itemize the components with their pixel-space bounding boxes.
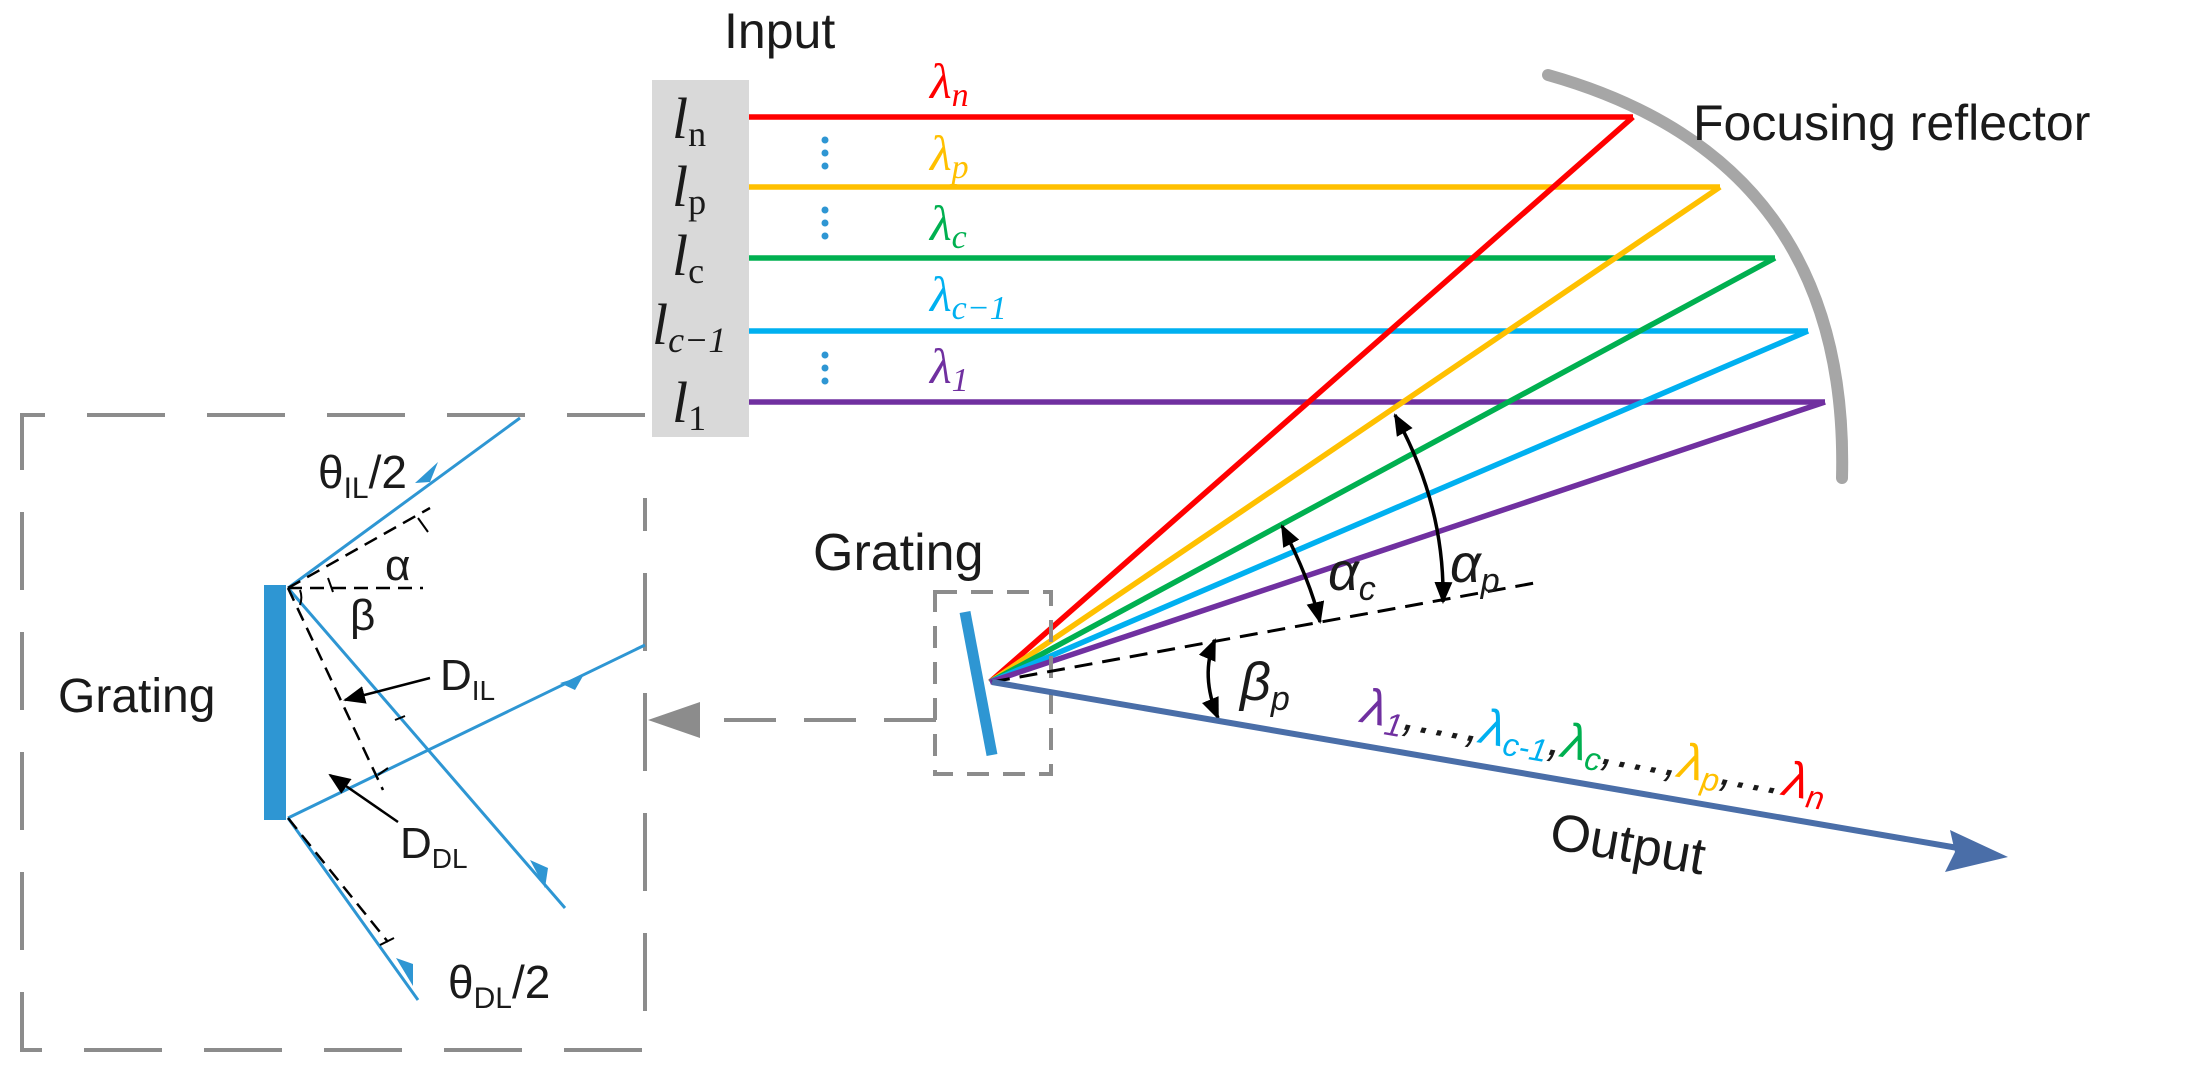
ellipsis-dots [821, 136, 829, 385]
focusing-reflector [1542, 69, 1849, 484]
alpha-p-label: αp [1450, 534, 1500, 600]
beam-label-lambda-c: λc [928, 195, 967, 256]
port-label-1: l1 [672, 370, 706, 438]
inset-arrowhead [415, 462, 438, 483]
inset-tick [377, 767, 389, 776]
grating-frame [933, 590, 1053, 776]
angle-arc-alpha-p [1393, 413, 1453, 604]
d-il-label: DIL [440, 651, 495, 706]
beta-p-label: βp [1238, 652, 1290, 718]
inset-arrowhead [560, 676, 583, 690]
port-label-c-1: lc−1 [652, 292, 726, 360]
inset-diffracted-ray-bottom [286, 817, 420, 1001]
input-label: Input [724, 3, 835, 59]
inset-tick [379, 937, 395, 946]
input-port-box [652, 80, 749, 437]
port-label-p: lp [672, 154, 706, 222]
inset-beta-label: β [350, 591, 375, 640]
angle-arc-beta-p [1198, 638, 1220, 720]
diffracted-lambda-n [988, 114, 1635, 685]
grating-label: Grating [813, 524, 984, 582]
output-label: Output [1546, 803, 1710, 887]
inset-panel: Grating θIL/2 α β DIL DDL θDL/2 [20, 413, 647, 1052]
inset-dashed-perp [286, 587, 385, 791]
beam-label-lambda-n: λn [928, 53, 969, 114]
inset-alpha-label: α [385, 541, 410, 590]
diffracted-lambda-c [988, 255, 1777, 685]
inset-d-dl-pointer [328, 773, 399, 824]
input-port-labels: ln lp lc lc−1 l1 [652, 86, 726, 438]
diffracted-lambda-c-1 [988, 328, 1810, 685]
inset-grating-bar [264, 585, 286, 820]
inset-arrowhead [530, 860, 548, 888]
port-label-n: ln [672, 86, 706, 154]
output-arrow [991, 679, 1959, 851]
inset-tick [417, 517, 429, 533]
theta-dl-label: θDL/2 [448, 956, 550, 1015]
beam-label-lambda-1: λ1 [928, 338, 969, 399]
inset-normal-bottom [287, 817, 389, 943]
inset-tick [327, 577, 334, 593]
inset-frame [20, 413, 647, 1052]
theta-il-label: θIL/2 [318, 446, 407, 505]
inset-angle-arc [299, 589, 303, 606]
inset-normal-top [287, 506, 431, 590]
inset-diffracted-ray-top [286, 587, 567, 909]
inset-arrowhead [396, 958, 413, 986]
inset-grating-label: Grating [58, 670, 215, 723]
port-label-c: lc [672, 223, 704, 291]
d-dl-label: DDL [400, 819, 468, 874]
callout-arrow [648, 702, 936, 738]
grating-bar [959, 610, 998, 757]
output-arrowhead [1945, 830, 2008, 872]
beam-labels: λn λp λc λc−1 λ1 [928, 53, 1007, 399]
angle-arc-alpha-c [1280, 524, 1325, 624]
beam-label-lambda-p: λp [928, 125, 969, 186]
focusing-reflector-label: Focusing reflector [1693, 95, 2090, 151]
beam-lines [749, 114, 1826, 685]
inset-incident-ray-top [287, 416, 521, 590]
diffracted-lambda-p [988, 184, 1722, 685]
inset-tick [394, 715, 406, 721]
diffracted-lambda-1 [989, 399, 1826, 685]
output-wavelength-sequence: λ1,…,λc-1,λc,…,λp,…λn [1354, 677, 1831, 817]
beam-label-lambda-c-1: λc−1 [928, 266, 1007, 327]
inset-d-il-pointer [343, 676, 431, 704]
alpha-c-label: αc [1328, 542, 1376, 608]
